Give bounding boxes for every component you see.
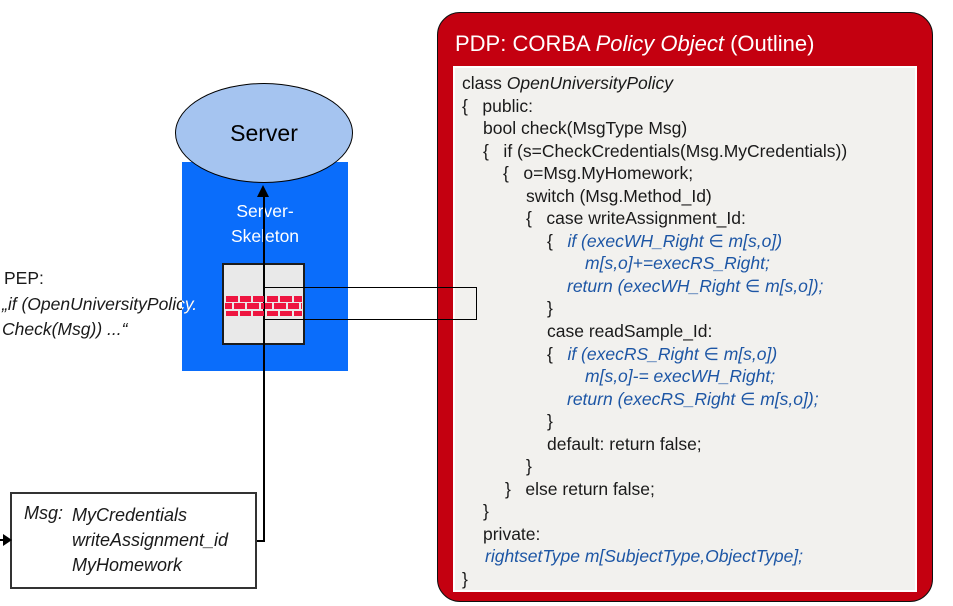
code-segment: if (execRS_Right ∈ m[s,o])	[567, 343, 778, 364]
code-segment: { o=Msg.MyHomework;	[503, 163, 694, 184]
code-segment: }	[547, 411, 553, 432]
brick	[239, 310, 251, 316]
code-line: m[s,o]-= execWH_Right;	[455, 365, 915, 388]
msg-box-title: Msg:	[24, 503, 64, 523]
pep-code-line2: Check(Msg)) ...“	[2, 319, 128, 339]
server-skeleton-label: Server- Skeleton	[182, 199, 348, 249]
code-segment: m[s,o]+=execRS_Right;	[585, 253, 770, 274]
msg-line: MyHomework	[72, 555, 183, 575]
code-line: m[s,o]+=execRS_Right;	[455, 252, 915, 275]
code-segment: bool check(MsgType Msg)	[483, 118, 688, 139]
msg-line: writeAssignment_id	[72, 530, 229, 550]
server-skeleton-label-line2: Skeleton	[182, 224, 348, 249]
code-segment: m[s,o]-= execWH_Right;	[585, 366, 776, 387]
code-segment: case readSample_Id:	[547, 321, 713, 342]
pdp-panel-title: PDP: CORBA Policy Object (Outline)	[455, 31, 814, 57]
code-segment: private:	[483, 523, 541, 544]
code-segment: {	[547, 343, 568, 364]
brick	[274, 303, 286, 310]
code-line: case readSample_Id:	[455, 320, 915, 343]
code-segment: if (execWH_Right ∈ m[s,o])	[567, 230, 783, 251]
pdp-title-prefix: PDP: CORBA	[455, 31, 596, 56]
code-line: return (execWH_Right ∈ m[s,o]);	[455, 275, 915, 298]
brick	[280, 310, 292, 316]
code-line: }	[455, 297, 915, 320]
code-segment: OpenUniversityPolicy	[506, 73, 674, 93]
brick	[253, 296, 265, 302]
right-arrowhead-icon	[3, 534, 12, 546]
brick	[293, 310, 302, 316]
code-segment: }	[526, 456, 532, 477]
code-line: { public:	[455, 95, 915, 118]
code-line: class OpenUniversityPolicy	[455, 72, 915, 95]
code-line: private:	[455, 523, 915, 546]
code-line: }	[455, 455, 915, 478]
firewall-brick-pattern	[225, 296, 302, 316]
server-ellipse: Server	[175, 83, 353, 183]
code-line: { o=Msg.MyHomework;	[455, 162, 915, 185]
code-line: }	[455, 410, 915, 433]
brick	[247, 303, 259, 310]
code-segment: return (execWH_Right ∈ m[s,o]);	[567, 275, 824, 296]
code-segment: }	[462, 569, 468, 590]
code-line: { case writeAssignment_Id:	[455, 207, 915, 230]
code-line: return (execRS_Right ∈ m[s,o]);	[455, 388, 915, 411]
code-line: default: return false;	[455, 433, 915, 456]
brick	[287, 303, 299, 310]
brick	[301, 303, 302, 310]
code-segment: }	[547, 298, 553, 319]
code-segment: { case writeAssignment_Id:	[526, 208, 746, 229]
code-line: { if (s=CheckCredentials(Msg.MyCredentia…	[455, 140, 915, 163]
code-segment: }	[483, 501, 489, 522]
code-segment: } else return false;	[505, 478, 655, 499]
brick	[266, 296, 278, 302]
server-skeleton-label-line1: Server-	[236, 201, 294, 221]
msg-incoming-arrow-line	[0, 539, 5, 541]
brick	[225, 303, 232, 310]
brick	[293, 296, 302, 302]
code-line: }	[455, 568, 915, 590]
code-segment: switch (Msg.Method_Id)	[526, 185, 712, 206]
pep-label: PEP:	[4, 268, 44, 288]
server-label: Server	[230, 119, 298, 146]
code-segment: { if (s=CheckCredentials(Msg.MyCredentia…	[483, 140, 848, 161]
code-line: switch (Msg.Method_Id)	[455, 185, 915, 208]
brick	[233, 303, 245, 310]
pep-code-line1-overlay: „if (OpenUniversityPolicy.	[182, 294, 348, 319]
code-line: { if (execWH_Right ∈ m[s,o])	[455, 230, 915, 253]
code-line: } else return false;	[455, 478, 915, 501]
code-segment: default: return false;	[547, 433, 702, 454]
brick	[266, 310, 278, 316]
brick	[253, 310, 265, 316]
code-segment: {	[547, 230, 568, 251]
brick	[226, 296, 238, 302]
code-line: { if (execRS_Right ∈ m[s,o])	[455, 343, 915, 366]
code-segment: return (execRS_Right ∈ m[s,o]);	[567, 388, 819, 409]
pep-code-line1: „if (OpenUniversityPolicy.	[2, 294, 198, 314]
code-segment: class	[462, 73, 507, 93]
msg-connector-line	[257, 540, 265, 542]
code-line: bool check(MsgType Msg)	[455, 117, 915, 140]
code-line: rightsetType m[SubjectType,ObjectType];	[455, 545, 915, 568]
brick	[226, 310, 238, 316]
pdp-title-italic: Policy Object	[595, 31, 724, 56]
brick	[239, 296, 251, 302]
code-line: }	[455, 500, 915, 523]
up-arrowhead-icon	[257, 185, 269, 197]
pep-pdp-callout-rect	[264, 287, 477, 320]
brick	[260, 303, 272, 310]
brick	[280, 296, 292, 302]
msg-line: MyCredentials	[72, 505, 188, 525]
pep-code-line1-white: „if (OpenUniversityPolicy.	[182, 294, 198, 314]
pdp-title-suffix: (Outline)	[723, 31, 815, 56]
code-segment: { public:	[462, 95, 534, 116]
message-flow-line	[263, 196, 265, 541]
code-segment: rightsetType m[SubjectType,ObjectType];	[485, 546, 804, 567]
pdp-code: class OpenUniversityPolicy{ public:bool …	[453, 66, 917, 592]
